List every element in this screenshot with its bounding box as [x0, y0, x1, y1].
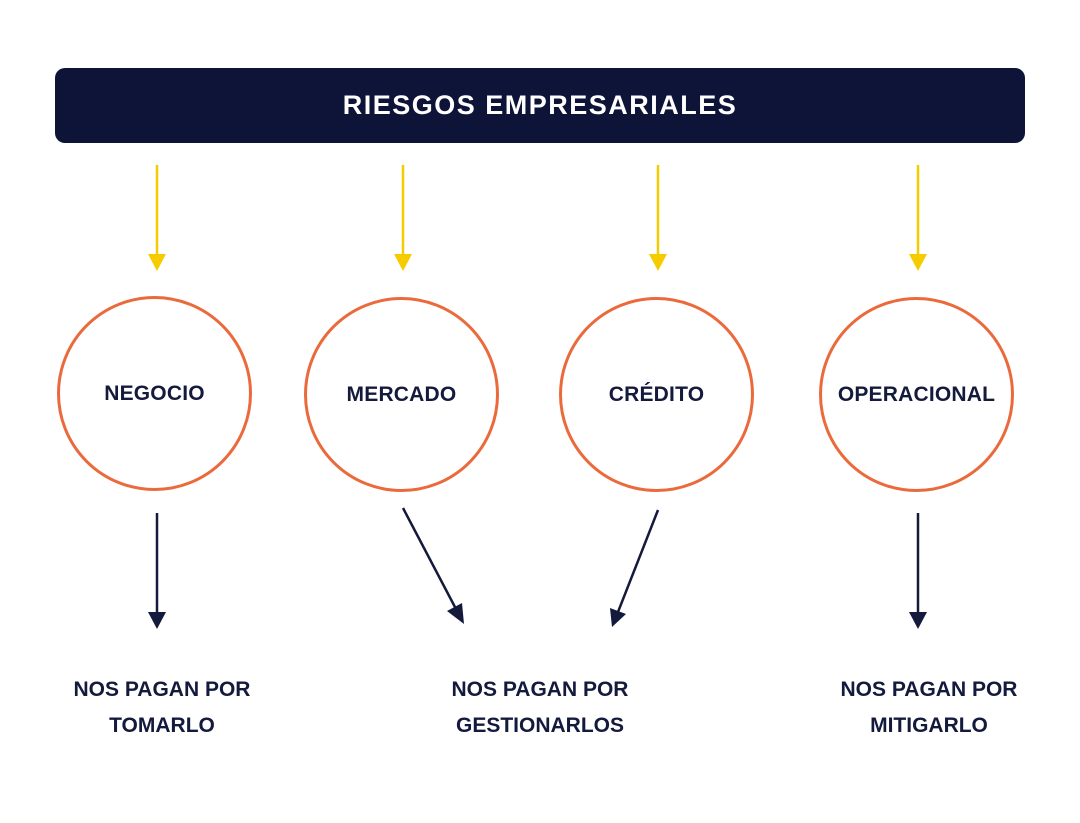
bottom-arrow-head-operacional [909, 612, 927, 629]
bottom-arrow-head-credito [610, 608, 626, 627]
risk-label: MERCADO [346, 382, 457, 406]
risk-label: OPERACIONAL [837, 382, 996, 406]
outcome-line1: NOS PAGAN POR [73, 678, 251, 701]
risk-node-operacional: OPERACIONAL [819, 297, 1014, 492]
bottom-arrow-head-negocio [148, 612, 166, 629]
outcome-line2: GESTIONARLOS [455, 714, 624, 737]
bottom-arrow-head-mercado [447, 603, 464, 624]
outcome-line1: NOS PAGAN POR [451, 678, 629, 701]
outcome-mitigarlo: NOS PAGAN POR MITIGARLO [809, 672, 1049, 744]
header-title: RIESGOS EMPRESARIALES [342, 90, 738, 120]
header-bar: RIESGOS EMPRESARIALES [55, 68, 1025, 143]
risk-label: NEGOCIO [104, 381, 205, 405]
outcome-gestionarlos: NOS PAGAN POR GESTIONARLOS [420, 672, 660, 744]
outcome-line2: TOMARLO [109, 714, 215, 737]
outcome-line2: MITIGARLO [870, 714, 988, 737]
bottom-arrows [148, 507, 927, 629]
risk-label: CRÉDITO [608, 382, 705, 406]
bottom-arrow-shaft-credito [616, 509, 660, 613]
top-arrow-head-operacional [909, 254, 927, 271]
top-arrows [148, 165, 927, 271]
bottom-arrow-shaft-mercado [401, 507, 458, 610]
outcome-line1: NOS PAGAN POR [840, 678, 1018, 701]
risk-node-mercado: MERCADO [304, 297, 499, 492]
top-arrow-head-credito [649, 254, 667, 271]
top-arrow-head-mercado [394, 254, 412, 271]
risk-node-credito: CRÉDITO [559, 297, 754, 492]
risk-node-negocio: NEGOCIO [57, 296, 252, 491]
outcome-tomarlo: NOS PAGAN POR TOMARLO [42, 672, 282, 744]
top-arrow-head-negocio [148, 254, 166, 271]
